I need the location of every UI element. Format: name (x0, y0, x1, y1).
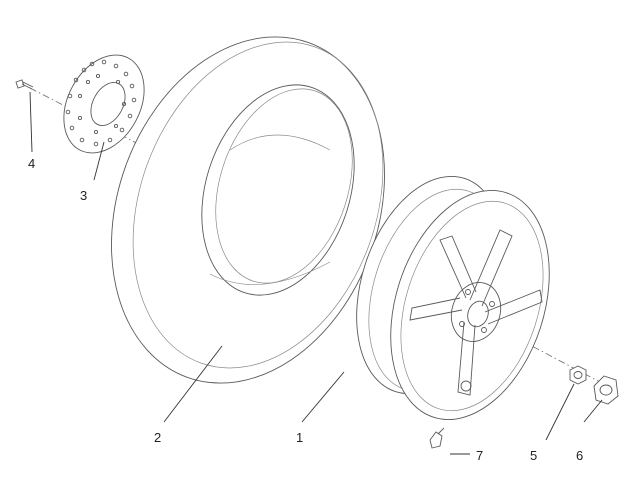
wheel-nut (569, 365, 587, 385)
rim-spokes (409, 229, 543, 396)
brake-disc (63, 54, 145, 154)
brake-disc-holes (65, 59, 137, 147)
leader-lines (29, 91, 603, 455)
callout-4: 4 (28, 156, 35, 171)
disc-screw (15, 79, 34, 90)
callout-7: 7 (476, 448, 483, 463)
spacer (593, 375, 619, 405)
callout-6: 6 (576, 448, 583, 463)
callout-2: 2 (154, 430, 161, 445)
rim (356, 175, 550, 420)
tyre-valve (429, 427, 445, 449)
callout-5: 5 (530, 448, 537, 463)
callout-numbers: 1 2 3 4 5 6 7 (28, 156, 583, 463)
callout-1: 1 (296, 430, 303, 445)
callout-3: 3 (80, 188, 87, 203)
tyre (111, 36, 385, 384)
